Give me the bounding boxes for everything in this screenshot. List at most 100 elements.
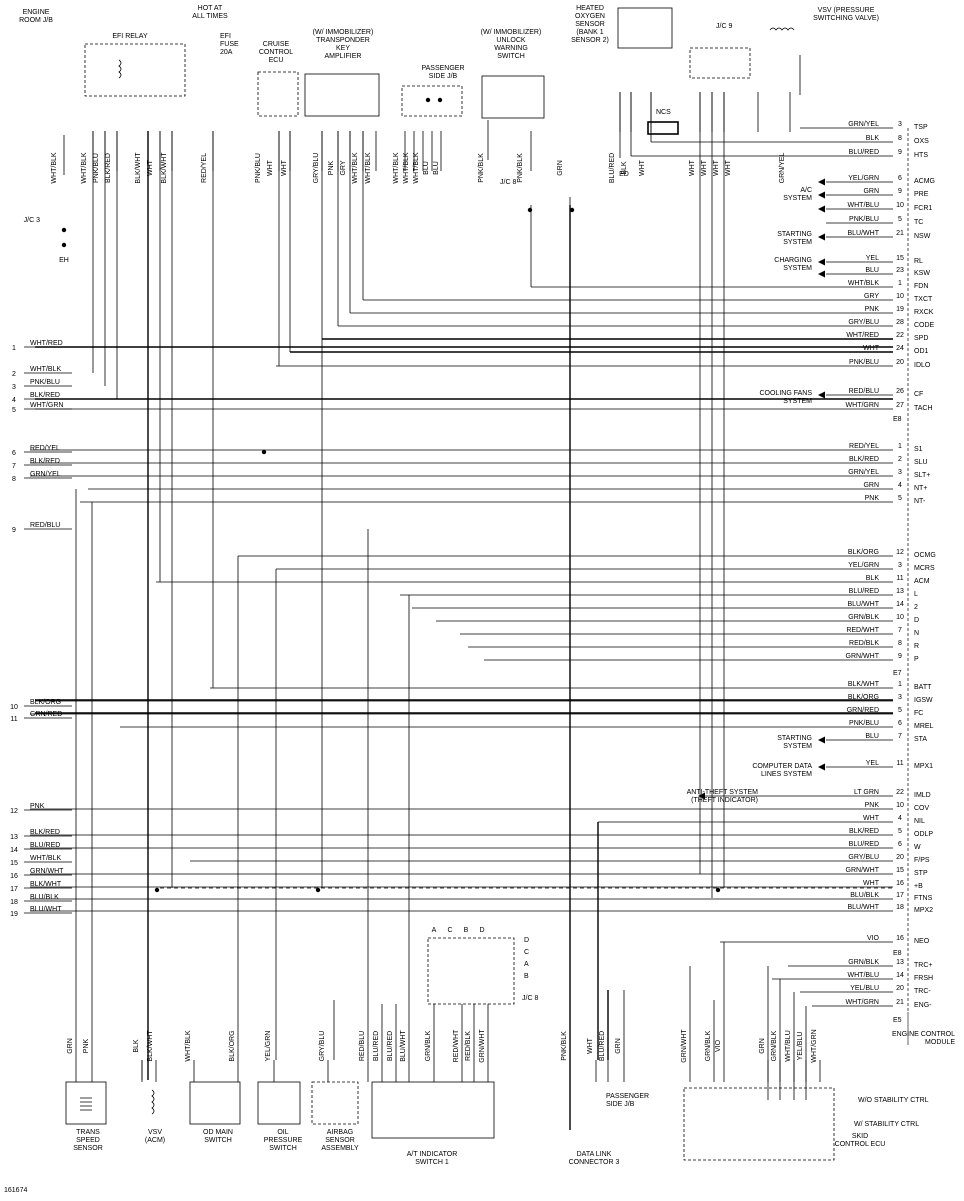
left-connector-number: 4 (12, 397, 16, 404)
ecm-pin-name: CF (914, 391, 923, 398)
ecm-pin-wire-color: BLK/WHT (848, 681, 880, 688)
ecm-pin-wire-color: VIO (867, 935, 880, 942)
ecm-connector-label: E8 (893, 416, 902, 423)
bottom-wire-color: GRY/BLU (319, 1031, 326, 1062)
bottom-wire-color: YEL/BLU (797, 1032, 804, 1061)
bottom-wire-color: RED/BLK (465, 1031, 472, 1061)
left-connector-wire-color: PNK/BLU (30, 379, 60, 386)
ecm-pin-wire-color: GRN/YEL (848, 121, 879, 128)
ecm-pin-number: 20 (896, 359, 904, 366)
ecm-pin-name: TRC+ (914, 962, 932, 969)
ecm-pin-wire-color: BLU (865, 733, 879, 740)
bottom-wire-color: GRN/BLK (705, 1030, 712, 1061)
top-wire-color: WHT/BLK (365, 152, 372, 183)
ecm-pin-name: N (914, 630, 919, 637)
left-connector-number: 2 (12, 371, 16, 378)
ecm-pin-name: HTS (914, 152, 928, 159)
ecm-pin-name: TSP (914, 124, 928, 131)
ecm-pin-name: COV (914, 805, 930, 812)
left-connector-number: 15 (10, 860, 18, 867)
w-stability-label: W/ STABILITY CTRL (854, 1121, 919, 1128)
ecm-pin-wire-color: BLU/BLK (850, 892, 879, 899)
top-wire-color: GRN/YEL (779, 153, 786, 184)
ecm-pin-name: RL (914, 258, 923, 265)
ecm-pin-name: STA (914, 736, 927, 743)
arrow-head (818, 763, 825, 771)
arrow-head (818, 178, 825, 186)
bottom-wire-color: GRN (67, 1038, 74, 1054)
top-wire-color: GRN (557, 160, 564, 176)
ecm-pin-number: 6 (898, 720, 902, 727)
ecm-pin-number: 7 (898, 627, 902, 634)
top-wire-color: GRY/BLU (313, 153, 320, 184)
top-wire-color: BLU/RED (609, 153, 616, 183)
top-wire-color: WHT/BLK (403, 152, 410, 183)
splice-dot (437, 97, 443, 103)
efi-relay-box (84, 43, 186, 97)
jc8-terminal-letter: B (464, 927, 469, 934)
ecm-pin-name: P (914, 656, 919, 663)
ecm-pin-name: TRC- (914, 988, 931, 995)
ecm-pin-name: TACH (914, 405, 933, 412)
ecm-pin-wire-color: YEL/GRN (848, 562, 879, 569)
ecm-pin-number: 14 (896, 972, 904, 979)
top-wire-color: PNK/BLK (517, 153, 524, 183)
left-connector-wire-color: BLK/RED (30, 392, 60, 399)
left-connector-number: 18 (10, 899, 18, 906)
top-wire-color: PNK/BLU (93, 153, 100, 183)
ecm-connector-label: E5 (893, 1017, 902, 1024)
relay-coil-symbol (118, 59, 122, 79)
jc9-label: J/C 9 (716, 23, 732, 30)
ncs-box (647, 121, 679, 135)
ecm-pin-wire-color: BLK (866, 135, 880, 142)
bottom-wire-color: WHT/GRN (811, 1029, 818, 1062)
wo-stability-label: W/O STABILITY CTRL (858, 1097, 929, 1104)
top-wire-color: WHT (689, 159, 696, 176)
ecm-pin-number: 5 (898, 495, 902, 502)
arrow-head (818, 391, 825, 399)
arrow-head (818, 736, 825, 744)
od-main-switch-box (189, 1081, 241, 1125)
ecm-pin-name: RXCK (914, 309, 934, 316)
top-wire-color: BLK/WHT (161, 152, 168, 184)
ecm-pin-name: SLT+ (914, 472, 930, 479)
airbag-sensor-box (311, 1081, 359, 1125)
top-wire-color: BLU (423, 161, 430, 175)
bottom-wire-color: PNK (83, 1038, 90, 1053)
ecm-pin-wire-color: YEL/GRN (848, 175, 879, 182)
ecm-pin-wire-color: WHT (863, 880, 880, 887)
ecm-pin-wire-color: YEL (866, 255, 879, 262)
splice-dot (154, 887, 160, 893)
top-wire-color: PNK/BLU (255, 153, 262, 183)
ecm-pin-number: 5 (898, 216, 902, 223)
ecm-pin-wire-color: RED/BLU (849, 388, 879, 395)
bottom-wire-color: GRN/WHT (681, 1029, 688, 1063)
left-connector-rows: 1WHT/RED2WHT/BLK3PNK/BLU4BLK/RED5WHT/GRN… (10, 340, 72, 918)
